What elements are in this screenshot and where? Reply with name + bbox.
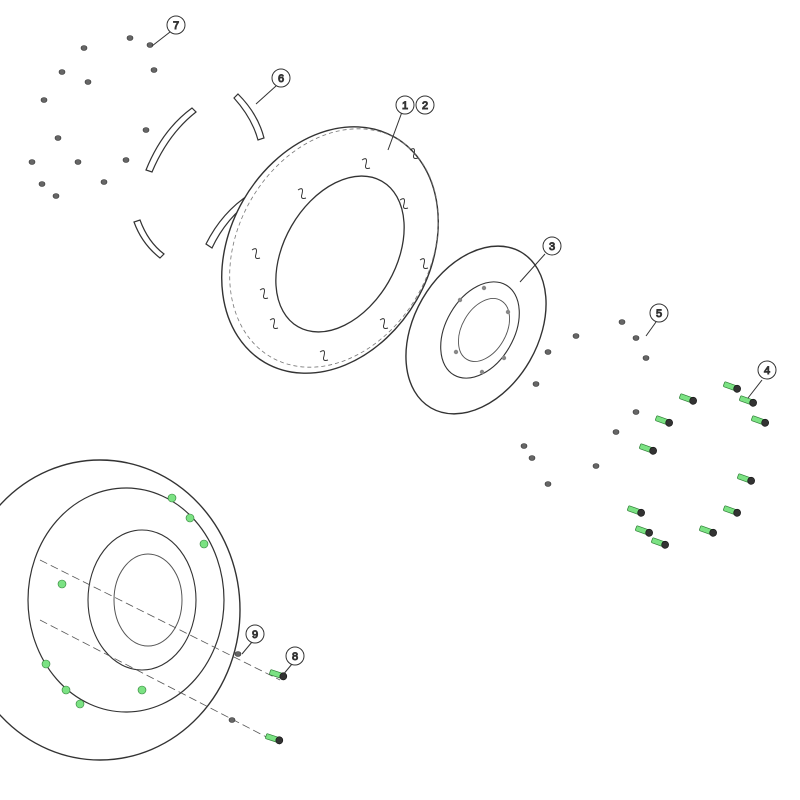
callout-1: 1	[387, 95, 415, 151]
callout-8: 8	[281, 646, 305, 677]
callout-group: 1 2 3 4 5 6 7	[151, 15, 777, 677]
brake-disc-ring	[221, 126, 439, 374]
callout-label: 2	[422, 100, 428, 112]
callout-3: 3	[519, 236, 562, 283]
callout-4: 4	[747, 360, 777, 399]
callout-label: 4	[764, 365, 770, 377]
assembled-disc-view	[0, 459, 289, 761]
callout-label: 8	[292, 651, 298, 663]
callout-5: 5	[645, 303, 669, 337]
callout-label: 1	[402, 100, 408, 112]
washer-group-5	[520, 319, 650, 487]
callout-6: 6	[255, 68, 291, 105]
callout-label: 5	[656, 308, 662, 320]
callout-2: 2	[415, 95, 435, 115]
callout-label: 6	[278, 73, 284, 85]
callout-label: 9	[252, 629, 258, 641]
disc-bell	[405, 245, 547, 415]
nut-group-7	[28, 35, 158, 199]
callout-9: 9	[241, 624, 265, 655]
callout-label: 7	[173, 20, 179, 32]
callout-label: 3	[549, 241, 555, 253]
bolt-group-4	[626, 380, 771, 550]
callout-7: 7	[151, 15, 186, 47]
